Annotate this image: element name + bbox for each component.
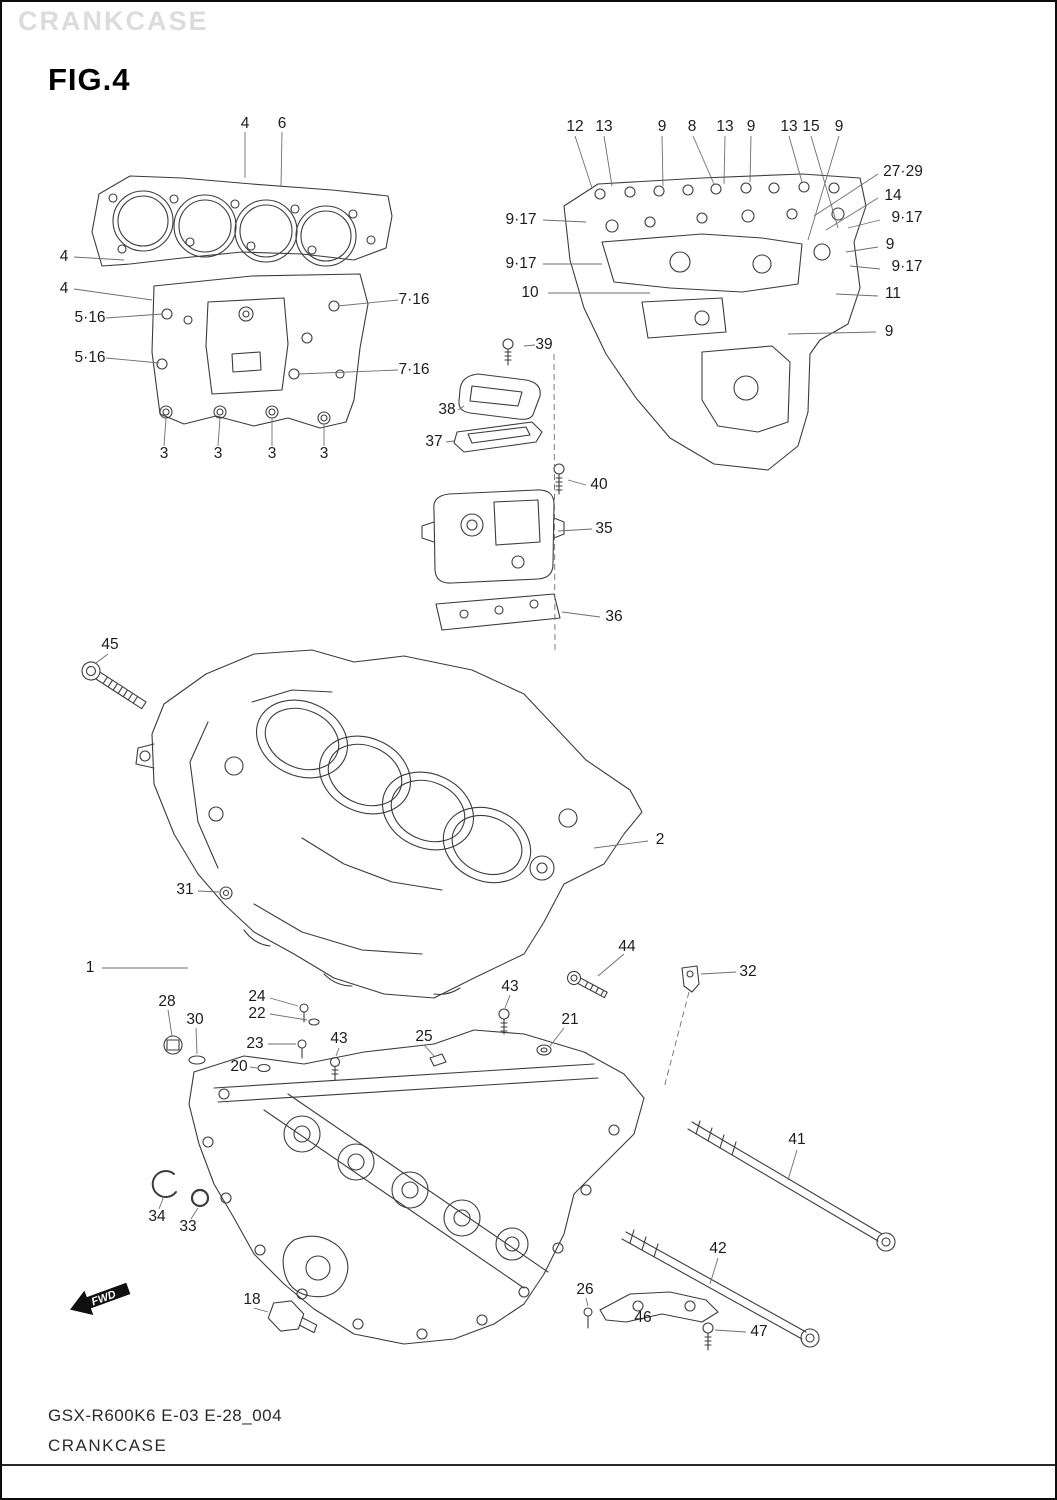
part-callout: 1	[85, 959, 95, 976]
stud-bolt-41	[687, 1120, 896, 1252]
part-callout: 10	[521, 284, 539, 301]
part-callout: 5·16	[74, 349, 106, 366]
part-callout: 4	[240, 115, 250, 132]
part-callout: 3	[213, 445, 223, 462]
breather-cover-and-tensioner	[421, 338, 601, 653]
figure-title: FIG.4	[48, 62, 131, 97]
part-callout: 7·16	[398, 361, 430, 378]
stud-bolt-42	[621, 1229, 820, 1348]
part-callout: 7·16	[398, 291, 430, 308]
part-callout: 33	[179, 1218, 197, 1235]
oil-plug-18	[267, 1300, 318, 1334]
part-callout: 32	[739, 963, 757, 980]
fwd-arrow: FWD	[70, 1282, 131, 1316]
part-callout: 9	[884, 323, 894, 340]
part-callout: 13	[780, 118, 798, 135]
part-callout: 44	[618, 938, 636, 955]
upper-crankcase-assembly	[81, 649, 649, 999]
part-callout: 9·17	[505, 255, 537, 272]
part-callout: 43	[501, 978, 519, 995]
part-callout: 9	[834, 118, 844, 135]
bolt-44	[566, 970, 608, 999]
part-callout: 31	[176, 881, 194, 898]
page-watermark: CRANKCASE	[18, 6, 209, 36]
part-callout: 37	[425, 433, 443, 450]
part-callout: 40	[590, 476, 608, 493]
part-callout: 39	[535, 336, 553, 353]
part-callout: 18	[243, 1291, 261, 1308]
part-callout: 22	[248, 1005, 266, 1022]
part-callout: 4	[59, 280, 69, 297]
part-callout: 4	[59, 248, 69, 265]
part-callout: 27·29	[883, 163, 923, 180]
part-callout: 20	[230, 1058, 248, 1075]
part-callout: 3	[267, 445, 277, 462]
crankcase-rear-view	[542, 135, 881, 471]
footer-model-code: GSX-R600K6 E-03 E-28_004	[48, 1406, 283, 1425]
cylinder-gasket-view	[73, 131, 399, 447]
part-callout: 30	[186, 1011, 204, 1028]
part-callout: 9·17	[891, 209, 923, 226]
part-callout: 8	[687, 118, 697, 135]
part-callout: 42	[709, 1240, 727, 1257]
part-callout: 3	[159, 445, 169, 462]
part-callout: 3	[319, 445, 329, 462]
footer-divider	[2, 1464, 1055, 1466]
part-callout: 5·16	[74, 309, 106, 326]
part-callout: 9·17	[891, 258, 923, 275]
part-callout: 21	[561, 1011, 579, 1028]
part-callout: 6	[277, 115, 287, 132]
snap-ring-34	[151, 1170, 177, 1199]
part-callout: 38	[438, 401, 456, 418]
part-callout: 45	[101, 636, 119, 653]
part-callout: 9	[746, 118, 756, 135]
part-callout: 35	[595, 520, 613, 537]
part-callout: 47	[750, 1323, 768, 1340]
part-callout: 11	[884, 285, 902, 302]
part-callout: 41	[788, 1131, 806, 1148]
part-callout: 23	[246, 1035, 264, 1052]
part-callout: 13	[595, 118, 613, 135]
part-callout: 46	[634, 1309, 652, 1326]
footer-section-title: CRANKCASE	[48, 1436, 168, 1455]
part-callout: 36	[605, 608, 623, 625]
part-callout: 25	[415, 1028, 433, 1045]
part-callout: 9	[885, 236, 895, 253]
bolt-45	[81, 661, 147, 710]
part-callout: 28	[158, 993, 176, 1010]
lower-crankcase-assembly	[151, 953, 896, 1351]
part-callout: 26	[576, 1281, 594, 1298]
part-callout: 9·17	[505, 211, 537, 228]
part-callout: 34	[148, 1208, 166, 1225]
part-callout: 13	[716, 118, 734, 135]
part-callout: 43	[330, 1030, 348, 1047]
o-ring-33	[190, 1188, 210, 1208]
part-callout: 2	[655, 831, 665, 848]
part-callout: 9	[657, 118, 667, 135]
part-callout: 15	[802, 118, 820, 135]
part-callout: 12	[566, 118, 584, 135]
part-callout: 14	[884, 187, 902, 204]
part-callout: 24	[248, 988, 266, 1005]
fwd-label: FWD	[90, 1288, 118, 1308]
